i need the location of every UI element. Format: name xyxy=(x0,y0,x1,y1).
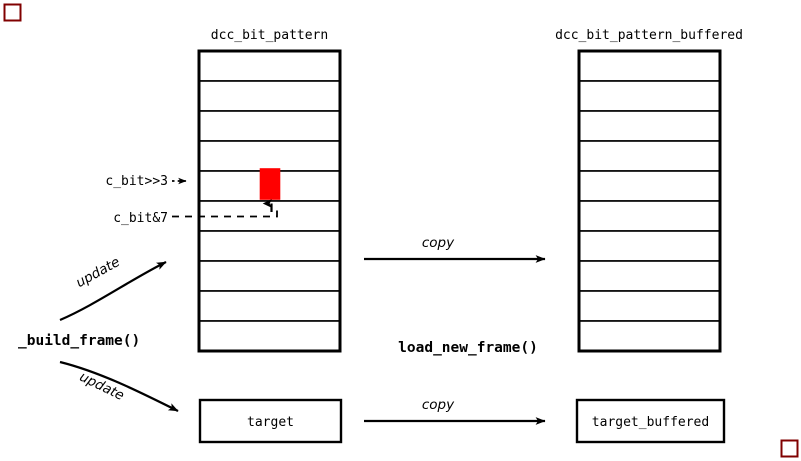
left-table-row xyxy=(198,230,341,262)
update-arrow-pattern xyxy=(59,261,167,322)
right-table-row xyxy=(578,140,721,172)
target-box xyxy=(198,398,343,444)
left-table-row xyxy=(198,320,341,352)
left-table-frame xyxy=(197,49,342,353)
left-table-row xyxy=(198,260,341,292)
highlighted-bit-cell xyxy=(259,168,281,200)
right-table-row xyxy=(578,80,721,112)
left-table xyxy=(197,49,342,353)
left-table-row xyxy=(198,290,341,322)
build-frame-label: _build_frame() xyxy=(18,333,140,349)
right-table-row xyxy=(578,170,721,202)
update-label-target: update xyxy=(77,369,127,404)
right-table-row xyxy=(578,260,721,292)
left-table-row xyxy=(198,110,341,142)
right-table-row xyxy=(578,200,721,232)
copy-label-pattern: copy xyxy=(422,235,455,251)
corner-mark-bottom-right xyxy=(780,439,799,458)
copy-label-target: copy xyxy=(422,397,455,413)
right-table-row xyxy=(578,230,721,262)
target-box-label: target xyxy=(247,415,294,430)
left-table-row xyxy=(198,50,341,82)
left-table-row xyxy=(198,80,341,112)
c-bit-mask-pointer xyxy=(172,208,278,218)
load-new-frame-label: load_new_frame() xyxy=(398,340,538,356)
corner-mark-top-left xyxy=(3,3,22,22)
right-table-row xyxy=(578,290,721,322)
right-table xyxy=(577,49,722,353)
left-table-row xyxy=(198,140,341,172)
right-table-row xyxy=(578,110,721,142)
right-table-frame xyxy=(577,49,722,353)
right-table-row xyxy=(578,320,721,352)
c-bit-shift-label: c_bit>>3 xyxy=(105,174,168,189)
right-table-row xyxy=(578,50,721,82)
target-buffered-box-label: target_buffered xyxy=(592,415,709,430)
update-label-pattern: update xyxy=(73,254,122,291)
update-arrow-target xyxy=(59,360,179,412)
c-bit-mask-label: c_bit&7 xyxy=(113,211,168,226)
right-table-title: dcc_bit_pattern_buffered xyxy=(555,28,743,43)
target-buffered-box xyxy=(575,398,726,444)
left-table-title: dcc_bit_pattern xyxy=(211,28,328,43)
